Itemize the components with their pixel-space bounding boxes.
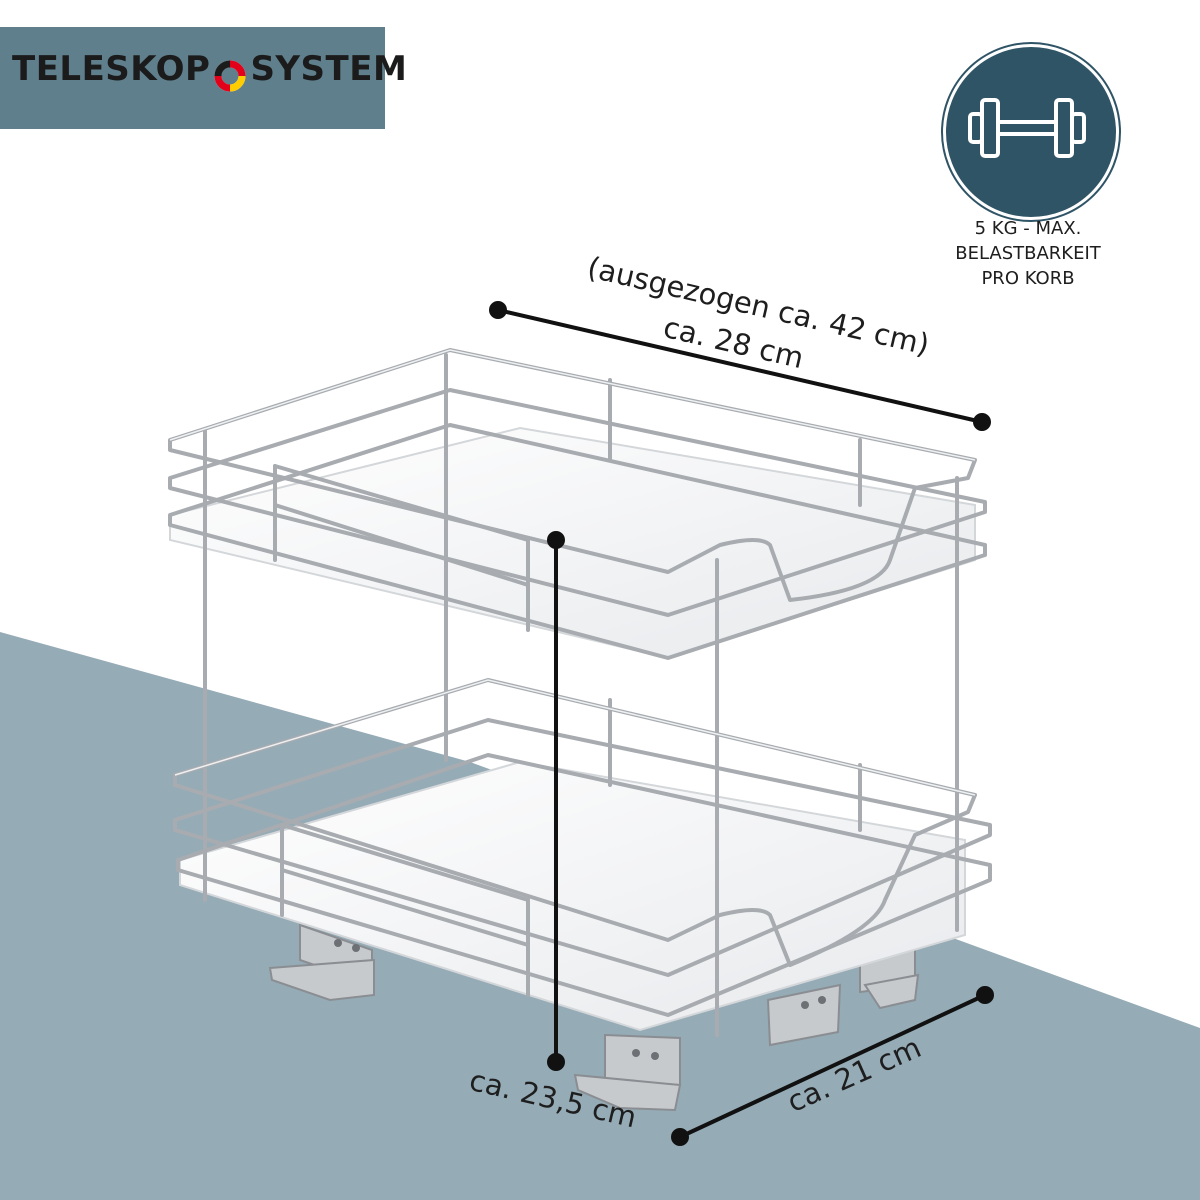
dumbbell-icon — [968, 98, 1086, 158]
load-capacity-line-1: 5 KG - MAX. — [974, 218, 1082, 239]
brand-bar — [0, 27, 385, 129]
depth-dimension-line — [497, 308, 983, 424]
load-capacity-badge — [943, 44, 1119, 220]
load-capacity-line-2: BELASTBARKEIT — [955, 243, 1101, 264]
brand-logo: TELESKOP SYSTEM — [12, 44, 407, 94]
rail-brackets — [268, 923, 920, 1112]
telescope-system-logo-mark-icon — [214, 60, 246, 92]
width-dimension-line — [679, 993, 986, 1139]
load-capacity-text: 5 KG - MAX. BELASTBARKEIT PRO KORB — [930, 216, 1126, 291]
brand-name-left: TELESKOP — [12, 49, 211, 89]
brand-name-right: SYSTEM — [250, 49, 408, 89]
chrome-wire-frame — [168, 348, 992, 1037]
load-capacity-line-3: PRO KORB — [981, 268, 1075, 289]
